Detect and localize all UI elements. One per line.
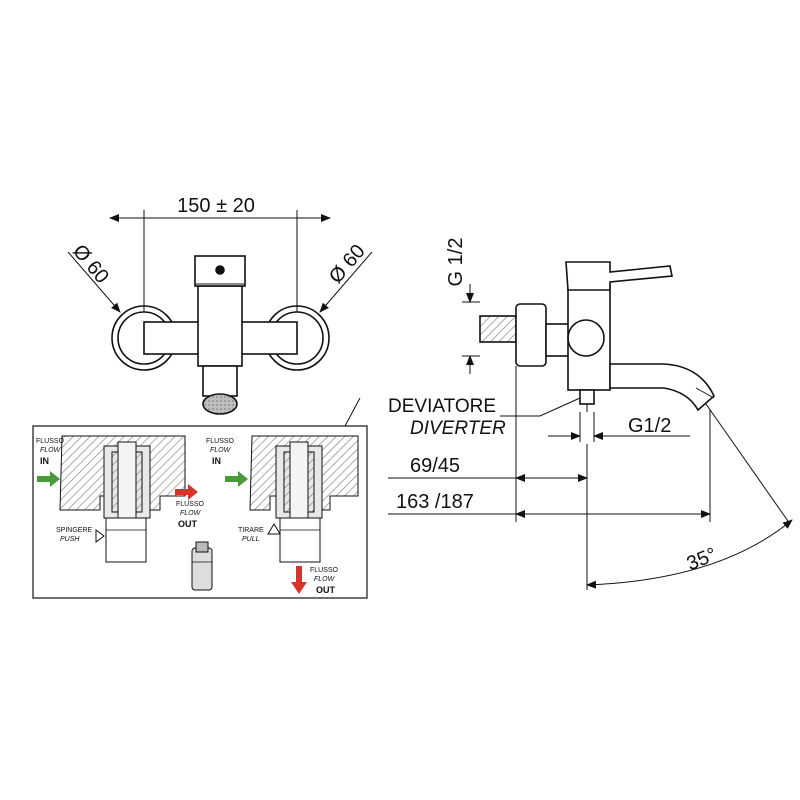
- inset-left-in-en: FLOW: [40, 447, 62, 454]
- inset-left-in-it: FLUSSO: [36, 438, 65, 445]
- inset-right-out-word: OUT: [316, 585, 336, 595]
- inset-left-out-it: FLUSSO: [176, 501, 205, 508]
- side-rosette: [515, 303, 547, 367]
- spout: [202, 365, 238, 397]
- mixer-body: [197, 285, 243, 367]
- side-view: [388, 261, 793, 590]
- right-diameter-label: Ø 60: [325, 240, 370, 287]
- diverter-inset: [32, 397, 368, 599]
- inset-right-in-en: FLOW: [210, 447, 232, 454]
- total-dimension-label: 163 /187: [396, 491, 474, 513]
- side-spout: [609, 363, 715, 412]
- spout-dimension-label: 69/45: [410, 455, 460, 477]
- inset-right-action-it: TIRARE: [238, 527, 264, 534]
- inset-left-in-word: IN: [40, 456, 49, 466]
- angle-label: 35°: [684, 544, 720, 576]
- diverter-knob: [579, 389, 595, 405]
- thread-label: G 1/2: [445, 238, 467, 287]
- inset-left-out-en: FLOW: [180, 510, 202, 517]
- angle-arc: [586, 519, 793, 589]
- diverter-label-it: DEVIATORE: [388, 396, 496, 417]
- inset-right-action-en: PULL: [242, 536, 260, 543]
- aerator: [202, 393, 238, 415]
- inset-right-out-en: FLOW: [314, 576, 336, 583]
- width-dimension-label: 150 ± 20: [177, 195, 255, 217]
- inset-left-action-en: PUSH: [60, 536, 80, 543]
- outlet-thread-label: G1/2: [628, 415, 671, 437]
- left-arm: [143, 321, 201, 355]
- wall-thread: [479, 315, 517, 343]
- inset-left-out-word: OUT: [178, 519, 198, 529]
- side-valve-body: [567, 285, 611, 391]
- left-diameter-label: Ø 60: [68, 240, 113, 287]
- inset-left-action-it: SPINGERE: [56, 527, 93, 534]
- side-handle-hub: [567, 319, 605, 357]
- inset-right-in-word: IN: [212, 456, 221, 466]
- inset-right-out-it: FLUSSO: [310, 567, 339, 574]
- inset-right-in-it: FLUSSO: [206, 438, 235, 445]
- lever-indicator: [215, 265, 225, 275]
- side-lever: [565, 261, 673, 291]
- right-arm: [240, 321, 298, 355]
- front-view: [67, 210, 373, 415]
- diverter-label-en: DIVERTER: [410, 418, 506, 439]
